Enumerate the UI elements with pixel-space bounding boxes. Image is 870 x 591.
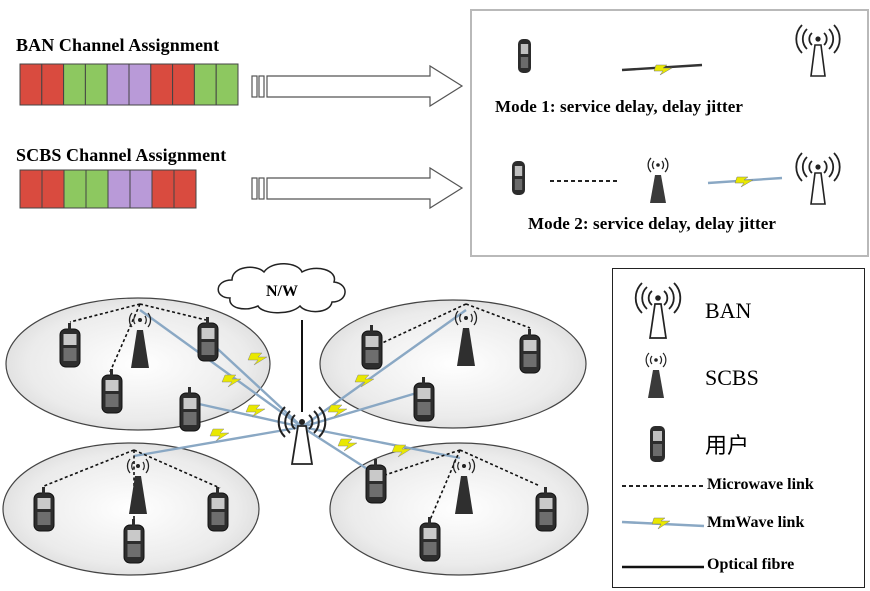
scbs-channel-title: SCBS Channel Assignment	[16, 145, 227, 165]
scbs-channel-slots	[19, 169, 197, 209]
ban-channel-slot	[128, 63, 152, 106]
user-phone-icon	[101, 368, 123, 414]
user-phone-icon	[519, 328, 541, 374]
user-phone-icon	[361, 324, 383, 370]
mode2-scbs-icon	[647, 157, 669, 203]
user-phone-icon	[123, 518, 145, 564]
legend-scbs-icon	[645, 352, 667, 398]
mode2-user-phone-icon	[512, 161, 525, 195]
user-phone-icon	[535, 486, 557, 532]
central-ban-tower-icon	[277, 406, 327, 465]
scbs-channel-slot	[63, 169, 87, 209]
ban-channel-slots	[19, 63, 239, 106]
ban-channel-slot	[84, 63, 108, 106]
mode1-caption: Mode 1: service delay, delay jitter	[495, 97, 744, 116]
legend-ban-icon	[634, 282, 682, 339]
ban-channel-slot	[215, 63, 239, 106]
ban-channel-slot	[19, 63, 43, 106]
scbs-arrow	[251, 166, 464, 210]
scbs-channel-slot	[173, 169, 197, 209]
legend-user-label: 用户	[705, 434, 750, 459]
legend-mmwave-line-icon	[621, 517, 705, 530]
network-diagram: N/W	[2, 263, 589, 576]
user-phone-icon	[33, 486, 55, 532]
channel-assignment-graphic	[19, 63, 464, 210]
legend-microwave-label: Microwave link	[707, 476, 814, 493]
scbs-channel-slot	[151, 169, 175, 209]
legend-mmwave-label: MmWave link	[707, 514, 805, 531]
network-cloud-label: N/W	[266, 283, 298, 300]
mode2-caption: Mode 2: service delay, delay jitter	[528, 214, 777, 233]
legend-optical-label: Optical fibre	[707, 556, 795, 573]
scbs-channel-slot	[41, 169, 65, 209]
ban-arrow	[251, 64, 464, 108]
ban-channel-slot	[106, 63, 130, 106]
scbs-channel-slot	[85, 169, 109, 209]
scbs-channel-slot	[19, 169, 43, 209]
legend-user-phone-icon	[650, 426, 665, 462]
legend-graphic	[621, 282, 705, 569]
modes-graphic	[512, 24, 841, 205]
user-phone-icon	[365, 458, 387, 504]
ban-channel-slot	[193, 63, 217, 106]
modes-panel	[470, 9, 869, 257]
ban-channel-slot	[150, 63, 174, 106]
legend-scbs-label: SCBS	[705, 365, 759, 390]
ban-channel-title: BAN Channel Assignment	[16, 35, 220, 55]
mmwave-links	[133, 309, 467, 474]
scbs-channel-slot	[107, 169, 131, 209]
scbs-channel-slot	[129, 169, 153, 209]
ban-channel-slot	[63, 63, 86, 106]
user-phone-icon	[197, 316, 219, 362]
mode1-mmwave-link-icon	[621, 63, 703, 76]
user-phone-icon	[413, 376, 435, 422]
mode1-ban-tower-icon	[795, 24, 841, 77]
user-phone-icon	[207, 486, 229, 532]
mode2-mmwave-link-icon	[707, 176, 783, 188]
user-phone-icon	[179, 386, 201, 432]
user-phone-icon	[419, 516, 441, 562]
user-phone-icon	[59, 322, 81, 368]
network-cloud-icon	[217, 263, 346, 314]
mode1-user-phone-icon	[518, 39, 531, 73]
legend-ban-label: BAN	[705, 298, 752, 323]
mode2-ban-tower-icon	[795, 152, 841, 205]
ban-channel-slot	[172, 63, 195, 106]
cell-top-right	[319, 299, 587, 429]
ban-channel-slot	[41, 63, 65, 106]
